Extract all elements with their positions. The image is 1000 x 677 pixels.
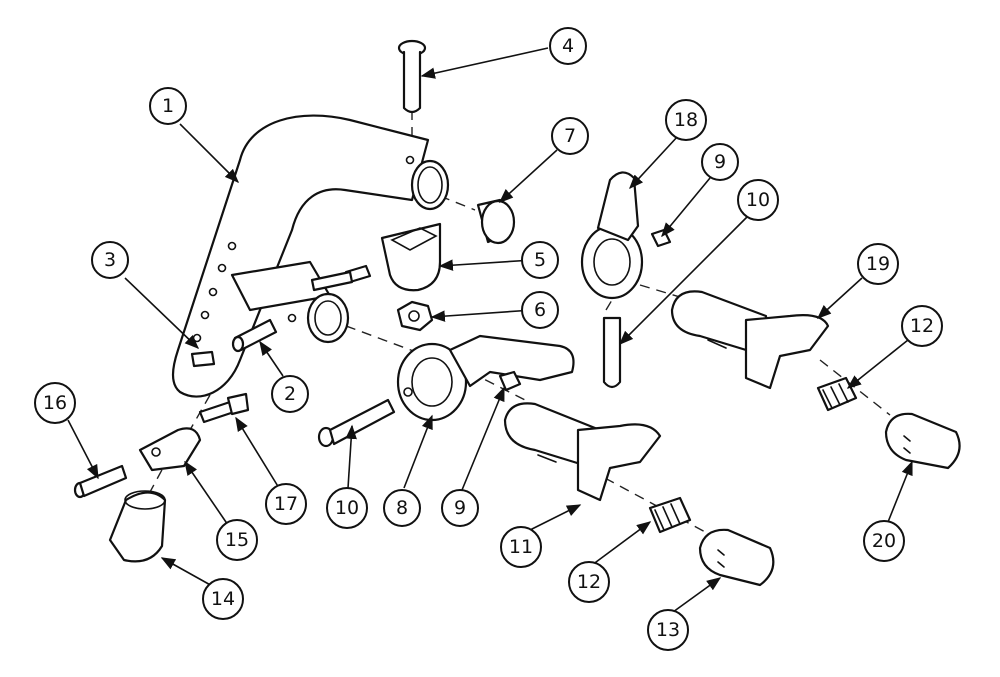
callout-11-label: 11 (509, 536, 533, 558)
part-18-lever-clamp (580, 171, 644, 300)
callout-13-label: 13 (656, 619, 680, 641)
callout-10-lower-label: 10 (335, 497, 359, 519)
callout-19: 19 (857, 243, 899, 285)
part-17-screw (198, 392, 250, 424)
part-11-socket (503, 402, 662, 502)
part-6-nut (396, 300, 434, 332)
part-13-plunger (698, 528, 775, 587)
callout-1-label: 1 (162, 95, 174, 117)
callout-2: 2 (271, 375, 309, 413)
callout-11: 11 (500, 526, 542, 568)
callout-12-lower: 12 (568, 561, 610, 603)
part-9-nut-lower (498, 370, 522, 392)
part-1-frame-tube (171, 114, 450, 398)
callout-20-label: 20 (872, 530, 896, 552)
callout-6-label: 6 (534, 299, 546, 321)
callout-10-upper: 10 (737, 179, 779, 221)
callout-9-lower: 9 (441, 489, 479, 527)
callout-13: 13 (647, 609, 689, 651)
part-3-screw (190, 350, 216, 368)
part-12-spring-upper (816, 376, 858, 412)
callout-12-lower-label: 12 (577, 571, 601, 593)
part-10-bolt-upper (602, 316, 622, 389)
callout-5: 5 (521, 241, 559, 279)
callout-1: 1 (149, 87, 187, 125)
part-9-nut-upper (650, 228, 672, 248)
callout-7: 7 (551, 117, 589, 155)
callout-17-label: 17 (274, 493, 298, 515)
callout-16-label: 16 (43, 392, 67, 414)
part-16-pin (73, 464, 128, 499)
callout-5-label: 5 (534, 249, 546, 271)
part-14-cap (108, 490, 167, 563)
callout-18-label: 18 (674, 109, 698, 131)
callout-19-label: 19 (866, 253, 890, 275)
callout-7-label: 7 (564, 125, 576, 147)
callout-15: 15 (216, 519, 258, 561)
callout-17: 17 (265, 483, 307, 525)
callout-3: 3 (91, 241, 129, 279)
part-2-pin (231, 318, 278, 353)
part-10-bolt-lower (317, 398, 396, 448)
part-19-socket (670, 290, 830, 390)
callout-4-label: 4 (562, 35, 574, 57)
part-5-clamp-body (380, 222, 442, 292)
callout-20: 20 (863, 520, 905, 562)
callout-2-label: 2 (284, 383, 296, 405)
part-20-plunger (884, 412, 961, 470)
callout-14-label: 14 (211, 588, 235, 610)
callout-3-label: 3 (104, 249, 116, 271)
callout-8: 8 (383, 489, 421, 527)
callout-4: 4 (549, 27, 587, 65)
part-15-bracket (138, 427, 202, 472)
part-4-bolt (397, 39, 427, 114)
callout-9-upper-label: 9 (714, 151, 726, 173)
callout-8-label: 8 (396, 497, 408, 519)
callout-10-upper-label: 10 (746, 189, 770, 211)
callout-12-upper-label: 12 (910, 315, 934, 337)
small-bolt (310, 264, 372, 292)
callout-18: 18 (665, 99, 707, 141)
callout-leaders (67, 47, 913, 613)
callout-10-lower: 10 (326, 487, 368, 529)
callout-6: 6 (521, 291, 559, 329)
callout-16: 16 (34, 382, 76, 424)
part-12-spring-lower (648, 496, 692, 534)
callout-15-label: 15 (225, 529, 249, 551)
part-7-end-cap (476, 198, 516, 245)
callout-9-upper: 9 (701, 143, 739, 181)
callout-12-upper: 12 (901, 305, 943, 347)
callout-14: 14 (202, 578, 244, 620)
part-8-lever-clamp (396, 334, 575, 422)
callout-9-lower-label: 9 (454, 497, 466, 519)
